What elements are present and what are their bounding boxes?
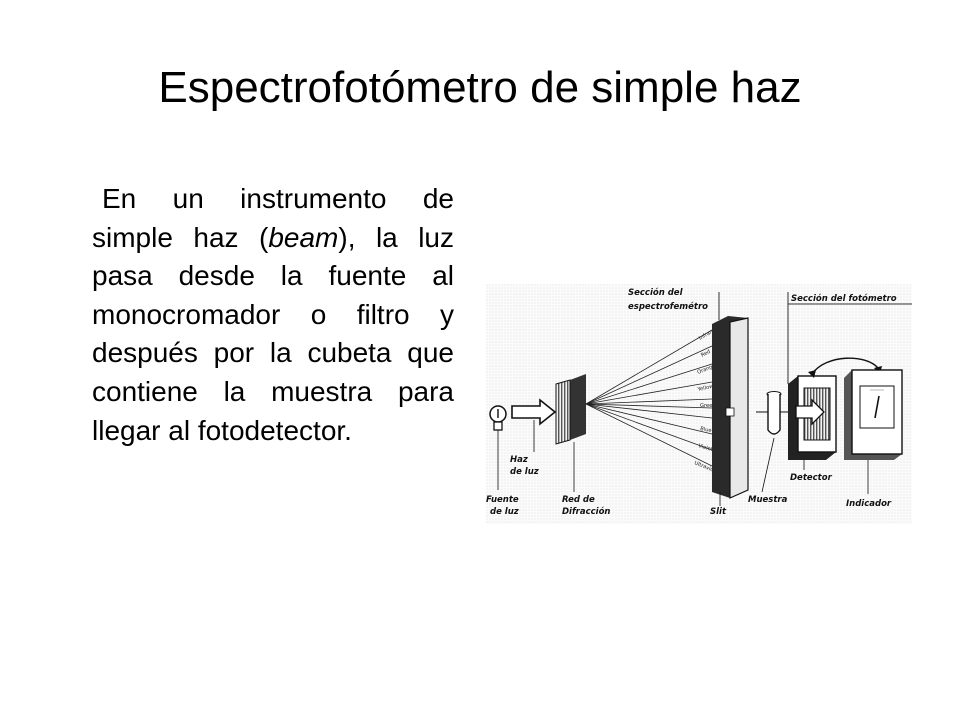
meter-needle-icon [874,395,880,419]
band-label: Red [700,349,712,359]
label-haz: Haz [510,455,528,465]
arrowhead [808,370,816,378]
paragraph-text-2: ), la luz pasa desde la fuente al monocr… [92,221,455,446]
spectrophotometer-figure: Infrared Red Orange Yellow Green Blue Vi… [486,284,912,524]
spectrum-rays [585,329,713,467]
slit-plate [712,316,749,506]
sample-cuvette [756,391,792,493]
band-label: Violet [697,443,713,453]
diffraction-grating [555,374,586,492]
arrow-icon [511,398,557,452]
label-indicador: Indicador [846,499,892,509]
band-label: Blue [700,426,712,434]
light-bulb-icon [489,405,507,490]
band-label: Yellow [696,384,715,394]
connection-wire [811,357,879,375]
slide-title: Espectrofotómetro de simple haz [158,63,802,112]
label-red: Red de [562,495,595,505]
indicator [844,369,903,494]
label-slit: Slit [710,507,727,517]
label-fuente: Fuente [486,495,519,505]
label-seccion-espectrofotometro: Sección del [628,287,684,298]
body-paragraph: En un instrumento de simple haz (beam), … [92,180,454,450]
detector [788,375,837,470]
spectrophotometer-diagram: Infrared Red Orange Yellow Green Blue Vi… [486,284,912,524]
label-seccion-fotometro: Sección del fotómetro [791,293,897,304]
paragraph-italic-term: beam [268,221,339,253]
label-red-2: Difracción [562,506,610,517]
label-detector: Detector [790,473,833,483]
band-label: Green [700,403,716,409]
label-muestra: Muestra [748,495,788,505]
paragraph-text-1: En un instrumento de simple haz ( [92,183,454,253]
label-seccion-espectrofotometro-2: espectrofemétro [628,301,708,312]
label-fuente-2: de luz [490,507,519,517]
label-haz-2: de luz [510,467,539,477]
